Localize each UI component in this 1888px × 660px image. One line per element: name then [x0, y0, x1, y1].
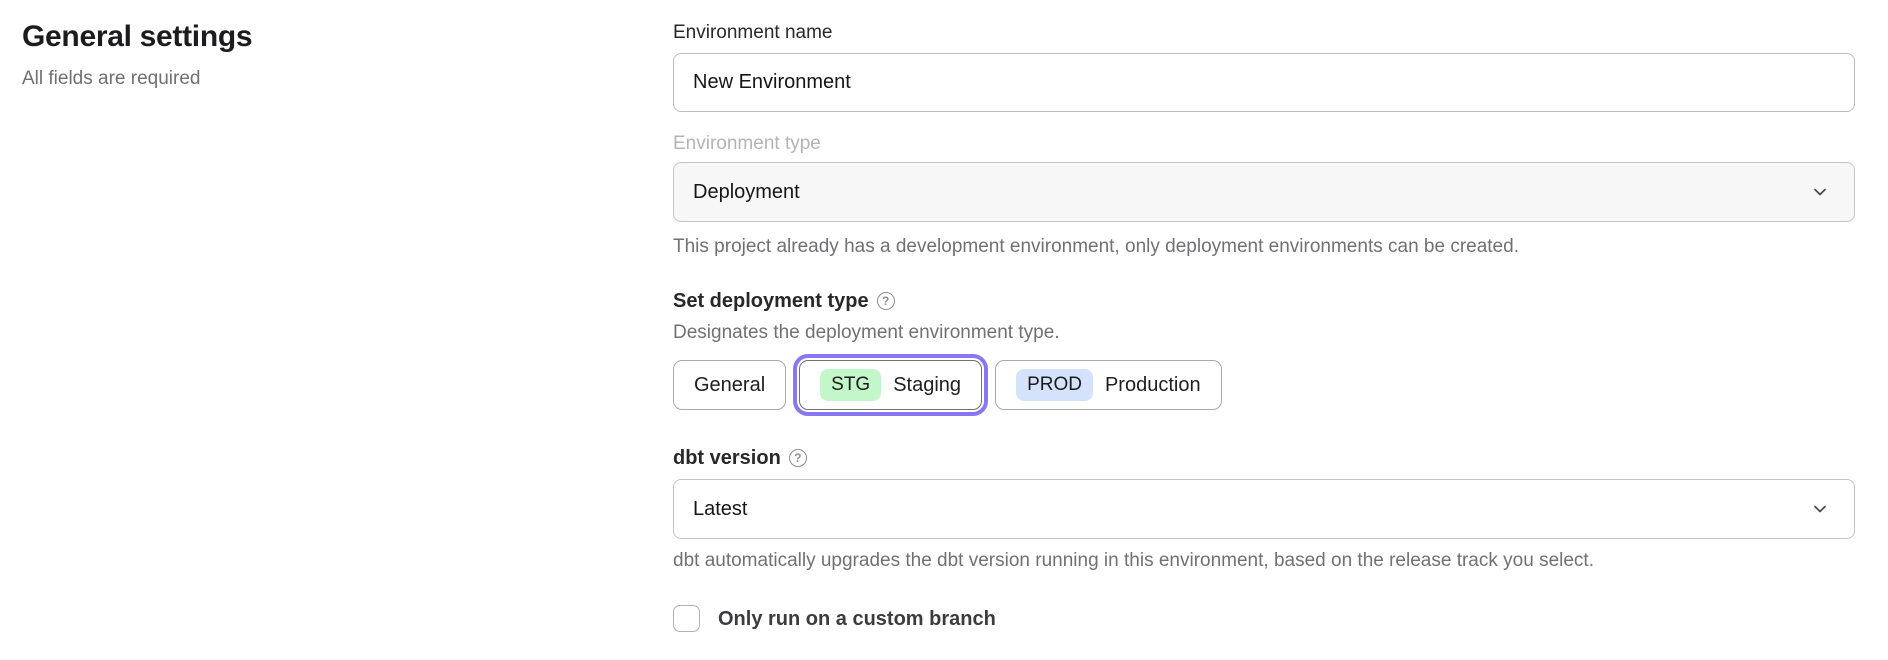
environment-type-select[interactable]: Deployment [673, 162, 1855, 222]
production-button-label: Production [1104, 373, 1201, 396]
custom-branch-label: Only run on a custom branch [718, 607, 996, 630]
staging-button-label: Staging [893, 373, 962, 396]
deployment-type-staging-button[interactable]: STG Staging [793, 354, 989, 416]
chevron-down-icon [1811, 500, 1829, 518]
page-title: General settings [22, 20, 253, 53]
staging-badge: STG [820, 369, 882, 401]
general-button-label: General [694, 373, 766, 396]
intro-block: General settings All fields are required [22, 20, 582, 90]
help-question-icon[interactable]: ? [876, 292, 895, 310]
production-badge: PROD [1016, 369, 1093, 401]
custom-branch-row: Only run on a custom branch [673, 605, 1855, 632]
page-subtitle: All fields are required [22, 68, 201, 89]
dbt-version-label: dbt version ? [673, 447, 1855, 469]
environment-type-helper: This project already has a development e… [673, 236, 1519, 257]
custom-branch-checkbox[interactable] [673, 605, 700, 632]
deployment-type-general-button[interactable]: General [673, 360, 787, 410]
environment-name-input[interactable]: New Environment [673, 53, 1855, 112]
chevron-down-icon [1811, 183, 1829, 201]
dbt-version-select[interactable]: Latest [673, 479, 1855, 539]
environment-name-value: New Environment [693, 71, 851, 93]
help-question-icon[interactable]: ? [788, 449, 807, 467]
deployment-type-label: Set deployment type ? [673, 290, 1855, 312]
environment-type-label: Environment type [673, 133, 821, 154]
deployment-type-production-button[interactable]: PROD Production [995, 360, 1222, 410]
deployment-type-helper: Designates the deployment environment ty… [673, 322, 1060, 343]
dbt-version-helper: dbt automatically upgrades the dbt versi… [673, 550, 1594, 571]
environment-form: Environment name New Environment Environ… [673, 0, 1855, 632]
dbt-version-value: Latest [693, 497, 748, 520]
environment-type-value: Deployment [693, 180, 800, 203]
environment-name-label: Environment name [673, 22, 833, 43]
deployment-type-options: General STG Staging PROD Production [673, 352, 1855, 418]
